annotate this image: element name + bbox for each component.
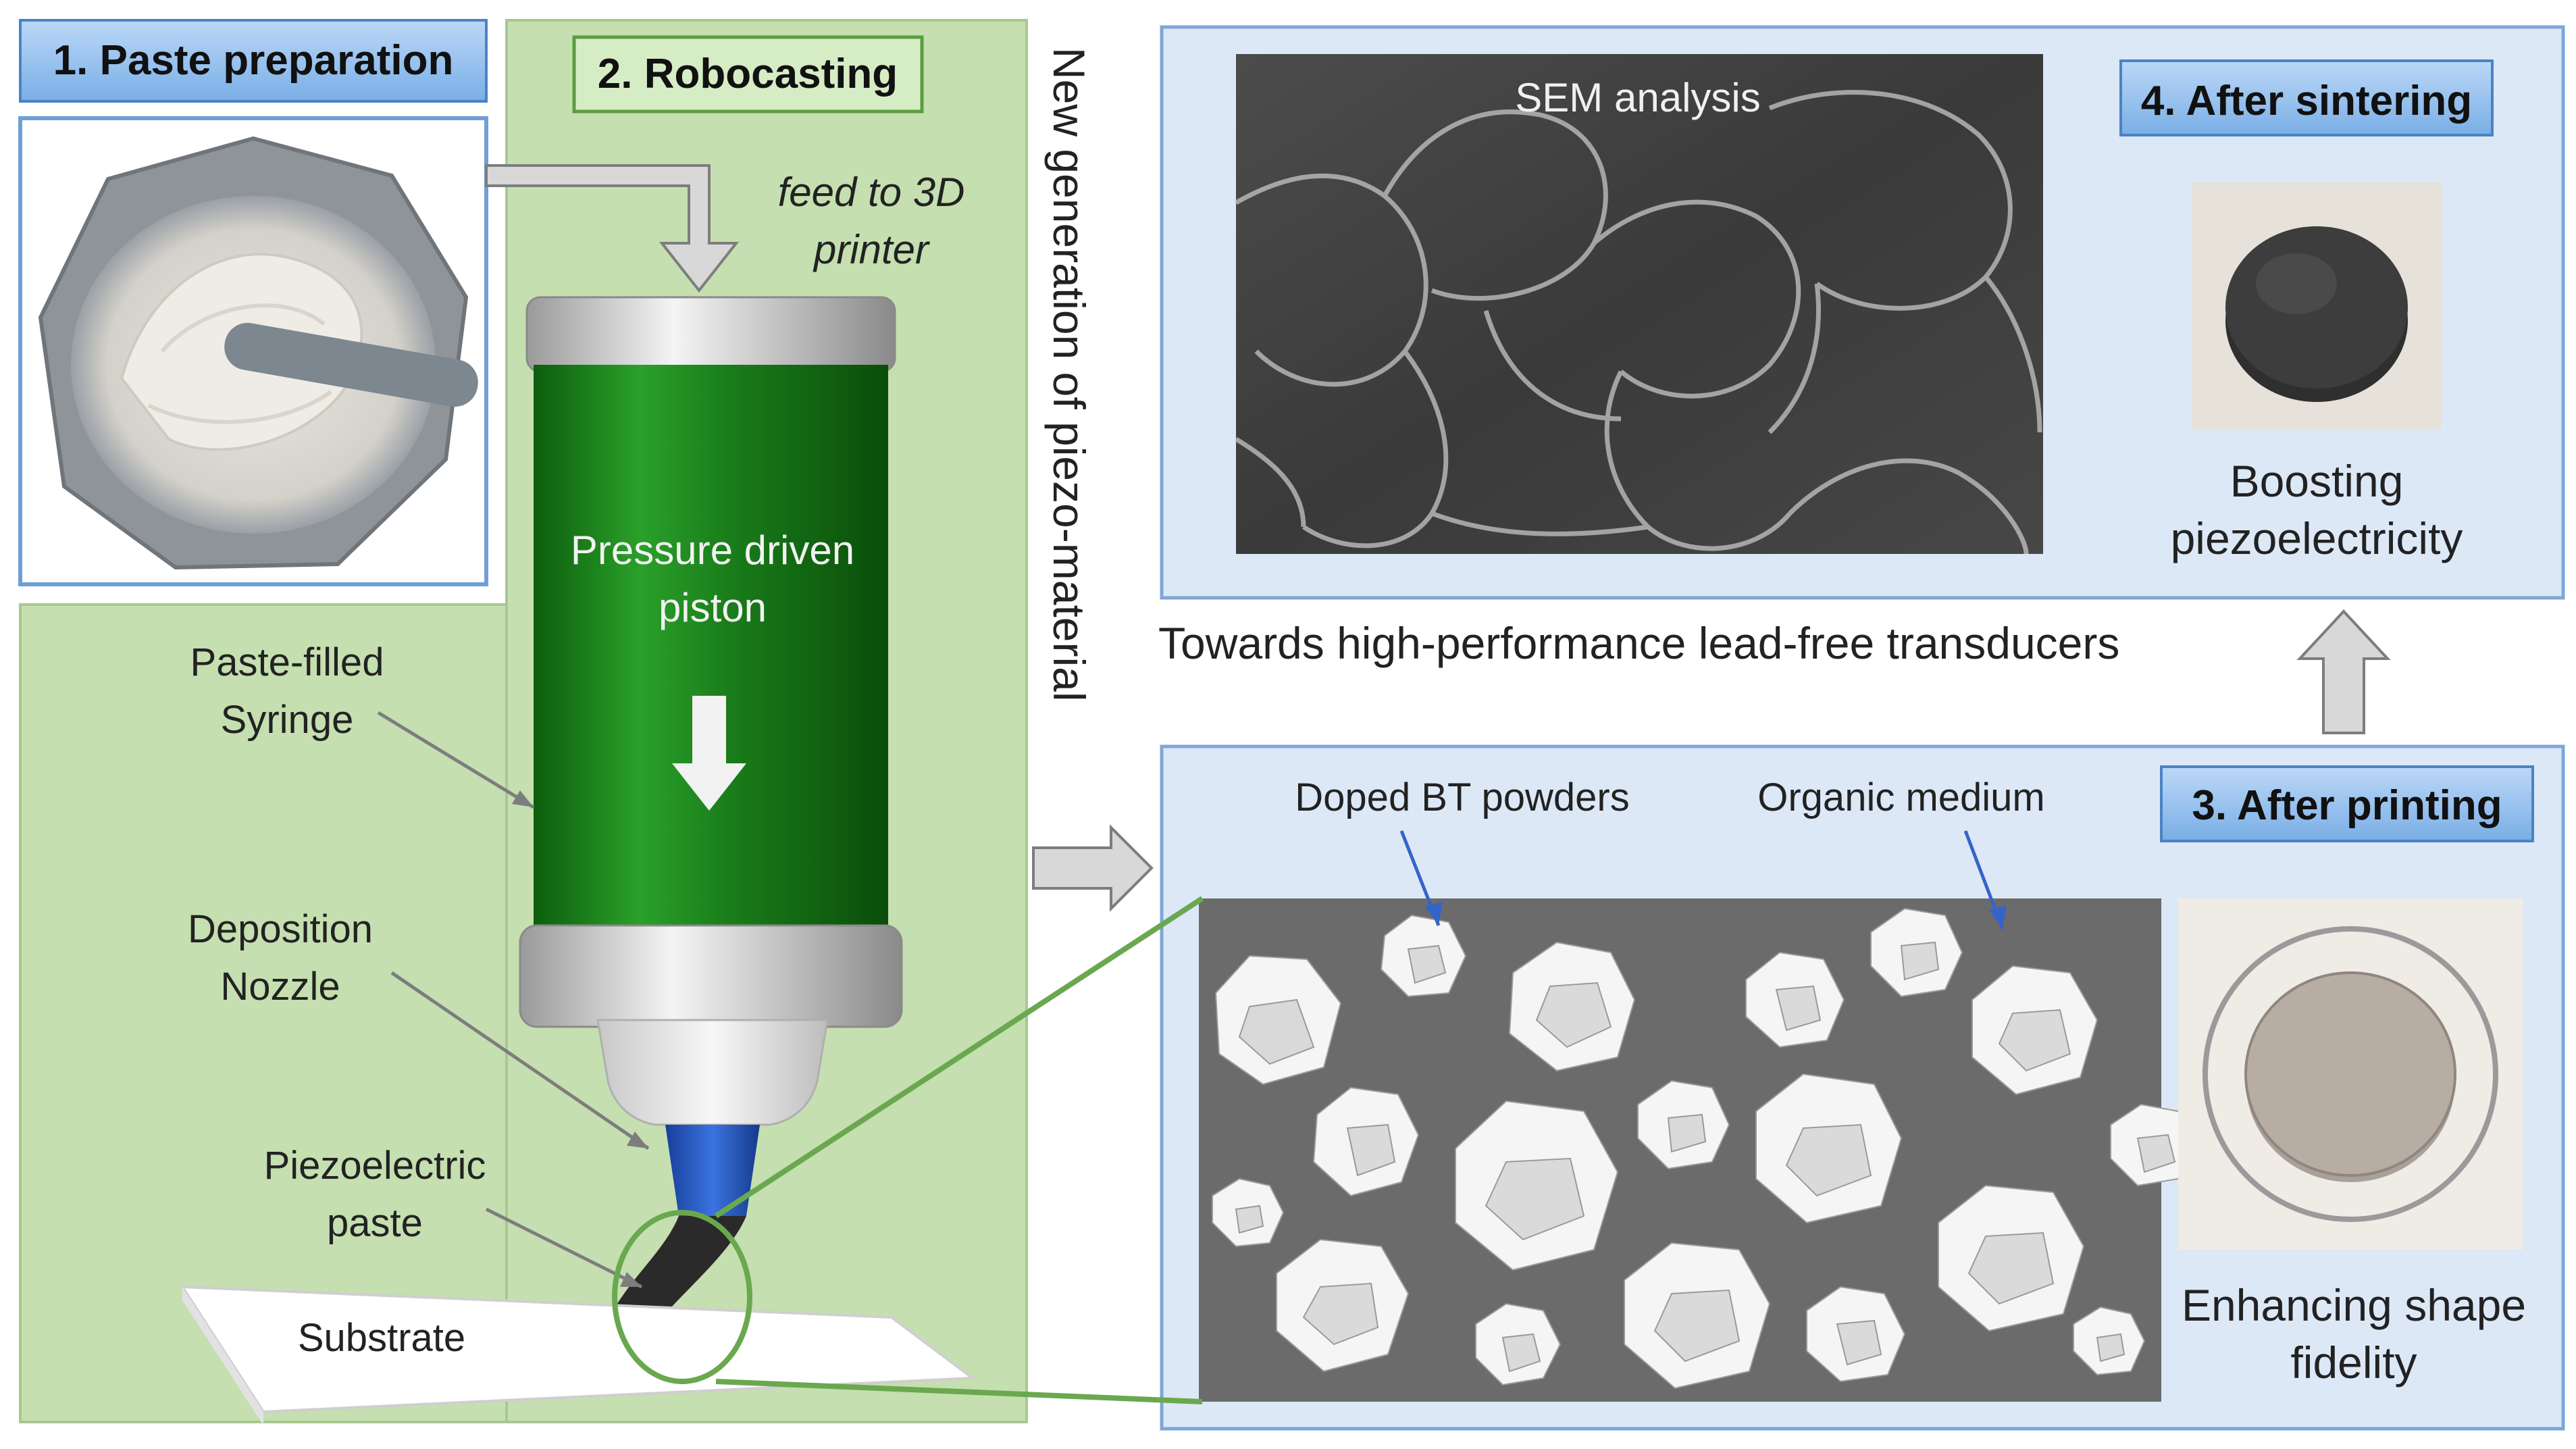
particle [1870,907,1963,998]
step-2-header: 2. Robocasting [572,35,924,113]
piston-label-line1: Pressure driven [571,528,854,573]
nozzle-label-line1: Deposition [188,907,373,951]
zoom-circle [612,1210,752,1384]
particle [1455,1100,1619,1271]
step-4-label: 4. After sintering [2141,78,2472,124]
particle [1755,1073,1903,1224]
syringe-pointer-head [512,790,534,807]
syringe-pointer [377,711,535,809]
particle [1380,914,1467,998]
particle [1276,1238,1410,1373]
piston-label-line2: piston [659,585,767,630]
feed-label-line2: printer [813,227,930,272]
paste-pointer-head [620,1272,642,1287]
step-1-label: 1. Paste preparation [53,37,454,84]
boosting-label-line1: Boosting [2230,456,2404,506]
substrate-label: Substrate [298,1316,465,1360]
syringe-label-line2: Syringe [221,698,354,742]
towards-caption: Towards high-performance lead-free trans… [1158,618,2119,668]
step-3-label: 3. After printing [2192,782,2502,829]
particle [1938,1184,2085,1332]
paste-label-line1: Piezoelectric [264,1144,486,1188]
particle [1475,1302,1562,1386]
particle [1972,965,2098,1096]
doped-bt-pointer-head [1425,902,1443,925]
particle [1745,951,1845,1048]
piston-arrow [672,696,746,811]
particle [1212,1177,1285,1248]
boosting-label-line2: piezoelectricity [2171,513,2463,563]
organic-pointer-head [1989,905,2007,929]
particle [1637,1079,1730,1170]
sem-label: SEM analysis [1515,75,1760,120]
shape-label-line2: fidelity [2290,1338,2417,1388]
particle [2073,1306,2146,1376]
substrate [180,1285,977,1425]
vertical-caption: New generation of piezo-material [1044,47,1094,702]
syringe [519,296,903,1334]
doped-bt-label: Doped BT powders [1295,776,1629,819]
step-3-header: 3. After printing [2160,765,2534,842]
particle [1624,1242,1771,1390]
syringe-label-line1: Paste-filled [190,640,384,684]
particle [1806,1286,1906,1383]
nozzle-pointer [390,971,650,1150]
feed-label-line1: feed to 3D [778,170,965,215]
arrow-to-printing [1032,824,1154,912]
zoom-line-top [714,896,1204,1219]
sintered-disc-photo [2192,182,2442,429]
feed-arrow [485,164,740,293]
particle [1214,955,1342,1086]
paste-preparation-photo [18,116,488,586]
step-4-header: 4. After sintering [2119,59,2494,136]
particle [1508,941,1636,1072]
paste-label-line2: paste [327,1201,423,1245]
organic-label: Organic medium [1757,776,2044,819]
bt-particles [1212,907,2196,1390]
shape-label-line1: Enhancing shape [2182,1280,2526,1330]
step-2-label: 2. Robocasting [598,51,898,97]
step-1-header: 1. Paste preparation [19,19,488,103]
printed-disc-photo [2178,898,2523,1250]
nozzle-pointer-head [627,1132,648,1148]
nozzle-label-line2: Nozzle [220,965,340,1009]
zoom-line-bottom [715,1379,1203,1404]
particle [1312,1086,1420,1197]
arrow-to-sintering [2296,609,2391,734]
